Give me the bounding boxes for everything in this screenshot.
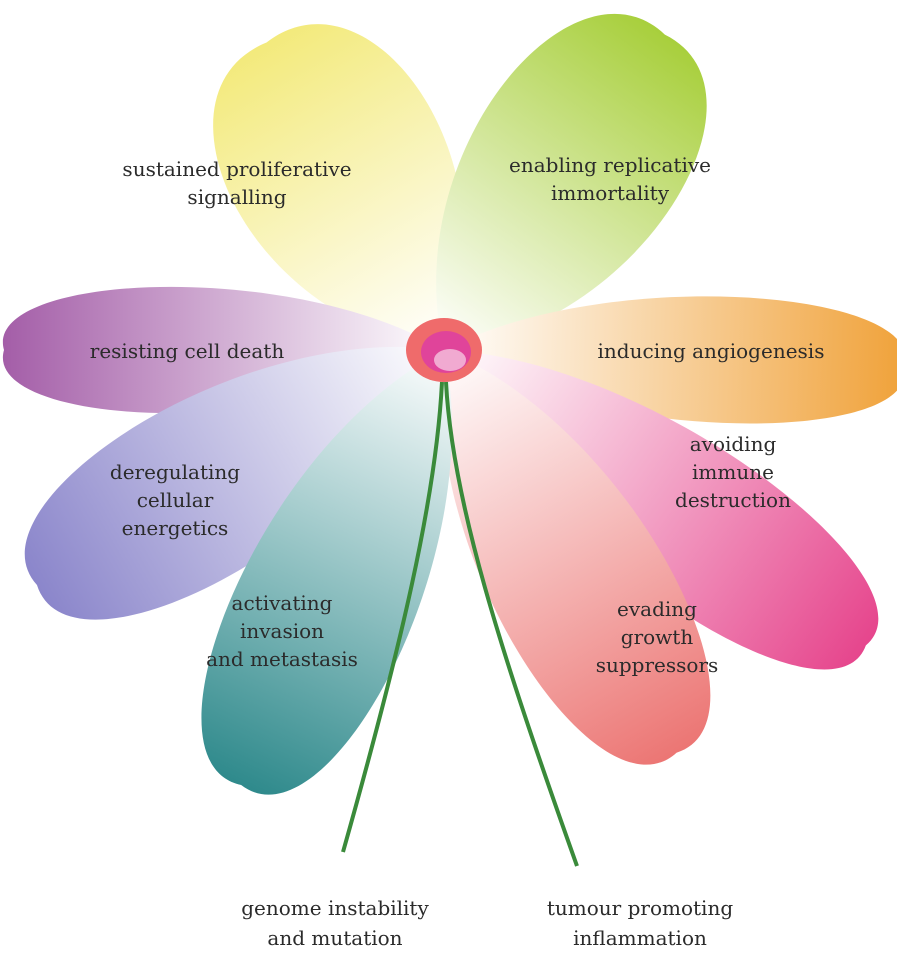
label-genome-instability: genome instability and mutation (241, 896, 429, 950)
petal-layer (2, 13, 897, 795)
label-inducing-angiogenesis: inducing angiogenesis (597, 339, 825, 363)
stem-layer (341, 381, 579, 867)
label-enabling-replicative-immortality: enabling replicative immortality (509, 153, 711, 205)
label-resisting-cell-death: resisting cell death (89, 339, 285, 363)
label-deregulating-cellular-energetics: deregulating cellular energetics (109, 460, 241, 540)
petal-sustained-proliferative-signalling (213, 24, 465, 350)
petal-enabling-replicative-immortality (436, 13, 707, 351)
petal-deregulating-cellular-energetics (24, 346, 444, 620)
petal-evading-growth-suppressors (441, 350, 711, 765)
label-sustained-proliferative-signalling: sustained proliferative signalling (122, 157, 352, 209)
label-avoiding-immune-destruction: avoiding immune destruction (675, 432, 791, 512)
petal-activating-invasion-and-metastasis (201, 350, 452, 795)
stem-left (341, 381, 444, 853)
flower-center (406, 318, 482, 382)
stem-right (444, 381, 579, 867)
label-evading-growth-suppressors: evading growth suppressors (595, 597, 719, 677)
center-highlight (434, 349, 466, 371)
label-tumour-promoting-inflammation: tumour promoting inflammation (546, 896, 734, 950)
label-activating-invasion-and-metastasis: activating invasion and metastasis (206, 591, 358, 671)
